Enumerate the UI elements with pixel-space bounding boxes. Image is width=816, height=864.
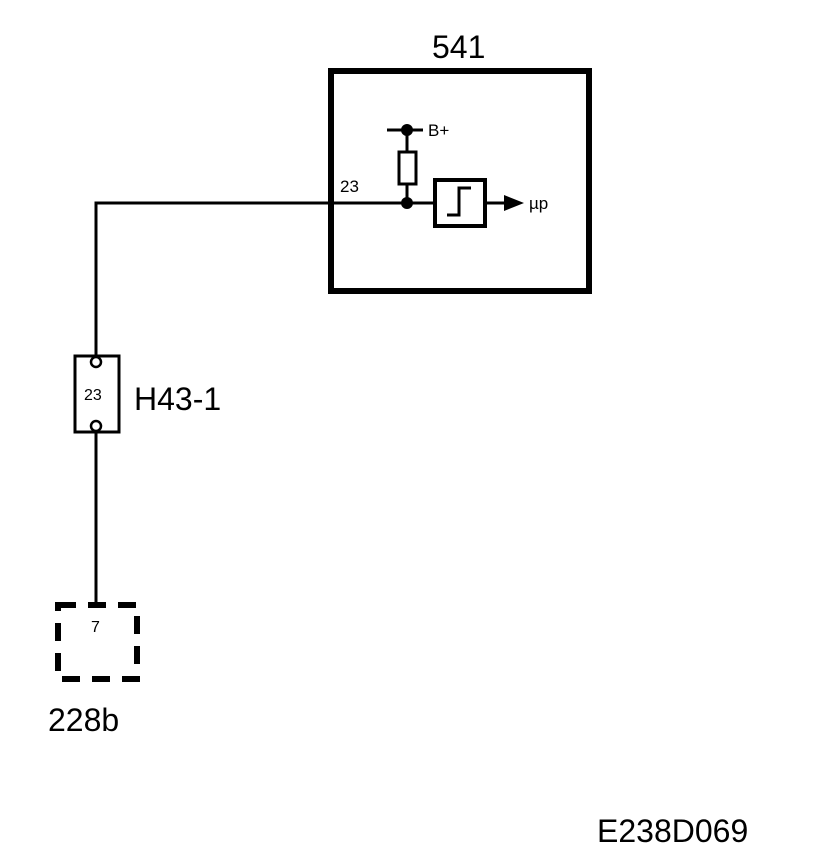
module-228b-label: 228b xyxy=(48,702,119,738)
module-541-box xyxy=(328,68,592,294)
module-228b-pin-label: 7 xyxy=(91,619,100,636)
connector-pin-label: 23 xyxy=(84,387,102,404)
module-541: 541 23 B+ µp xyxy=(328,29,592,294)
connector-label: H43-1 xyxy=(134,381,221,417)
schmitt-trigger-icon xyxy=(447,186,471,217)
connector-pin-bottom xyxy=(89,419,103,433)
pull-up-resistor xyxy=(397,150,418,186)
connector-h43-1: 23 H43-1 xyxy=(73,354,221,434)
supply-label: B+ xyxy=(428,121,449,140)
module-541-pin-label: 23 xyxy=(340,177,359,196)
output-arrow-icon xyxy=(504,195,524,211)
module-541-label: 541 xyxy=(432,29,485,65)
module-228b: 7 228b xyxy=(48,602,140,738)
module-228b-box xyxy=(55,602,140,682)
connector-body xyxy=(73,354,121,434)
connector-pin-top xyxy=(89,355,103,369)
signal-wire-upper xyxy=(94,201,407,356)
output-label: µp xyxy=(529,194,548,213)
drawing-code: E238D069 xyxy=(597,813,748,849)
